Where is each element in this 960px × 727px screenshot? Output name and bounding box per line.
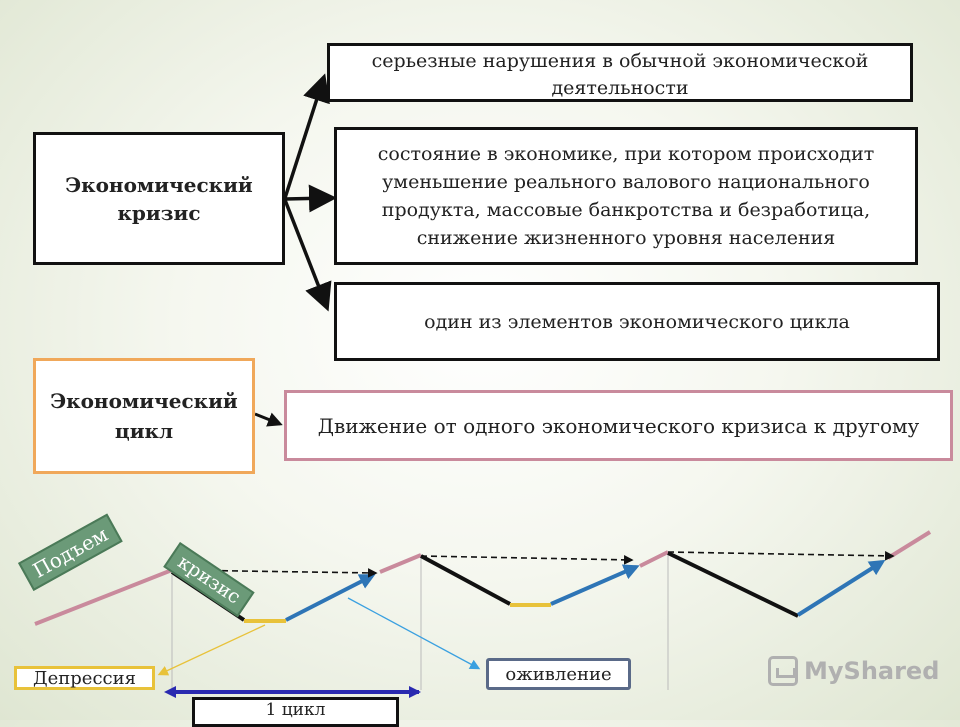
- definition-3: один из элементов экономического цикла: [334, 282, 940, 361]
- cycle-definition: Движение от одного экономического кризис…: [284, 390, 953, 461]
- peak-dashed-arrow: [420, 555, 634, 565]
- depression-pointer: [157, 624, 266, 676]
- cycle-definition-text: Движение от одного экономического кризис…: [317, 413, 920, 438]
- term-cycle-line2: цикл: [114, 419, 174, 443]
- term-economic-crisis: Экономический кризис: [33, 132, 285, 265]
- rise-segment: [639, 550, 669, 568]
- rise-segment: [886, 530, 932, 560]
- arrow-to-def2: [284, 184, 337, 213]
- watermark: MyShared: [768, 656, 939, 686]
- watermark-text: MyShared: [804, 657, 940, 685]
- term-cycle-line1: Экономический: [50, 389, 238, 413]
- revival-segment: [550, 564, 640, 606]
- definition-1: серьезные нарушения в обычной экономичес…: [327, 43, 913, 102]
- arrow-to-cycle-def: [254, 412, 283, 427]
- revival-segment: [285, 574, 376, 622]
- revival-segment: [796, 559, 886, 617]
- definition-1-text: серьезные нарушения в обычной экономичес…: [371, 50, 869, 99]
- definition-3-text: один из элементов экономического цикла: [424, 310, 850, 333]
- rise-segment: [379, 553, 422, 574]
- revival-label: оживление: [486, 658, 631, 690]
- term-economic-cycle: Экономический цикл: [33, 358, 255, 474]
- crisis-segment: [667, 551, 799, 618]
- crisis-segment: [420, 554, 511, 606]
- definition-2: состояние в экономике, при котором проис…: [334, 127, 918, 265]
- term-crisis-line2: кризис: [117, 200, 201, 225]
- definition-2-text: состояние в экономике, при котором проис…: [377, 143, 875, 249]
- revival-pointer: [347, 597, 481, 670]
- peak-dashed-arrow: [667, 551, 895, 561]
- arrow-to-def1: [283, 73, 330, 199]
- term-crisis-line1: Экономический: [65, 172, 253, 197]
- one-cycle-label: 1 цикл: [192, 697, 399, 727]
- rise-segment: [34, 568, 173, 626]
- watermark-logo-icon: [768, 656, 798, 686]
- arrow-to-def3: [283, 199, 332, 312]
- depression-label: Депрессия: [14, 666, 155, 690]
